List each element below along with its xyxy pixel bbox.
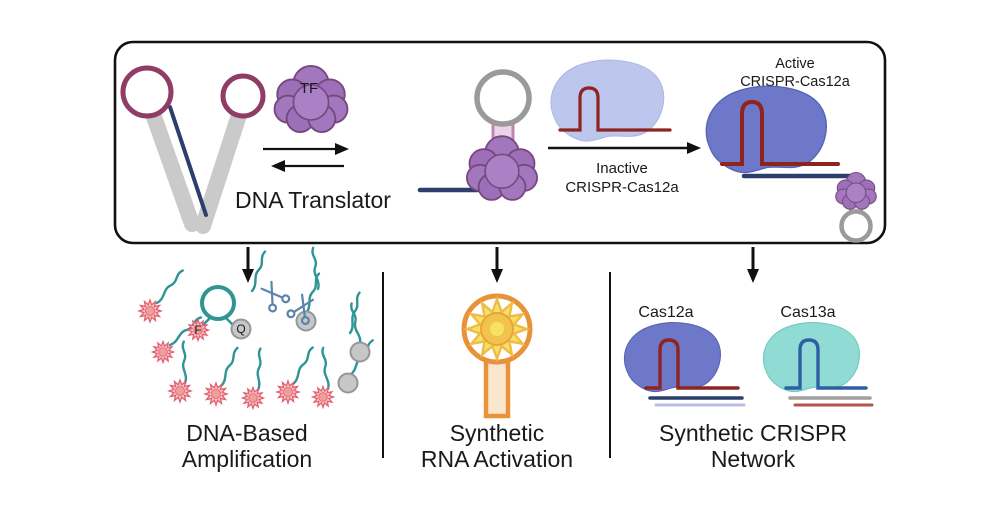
tf-label: TF (300, 80, 318, 97)
fluorophore-burst-icon (276, 380, 300, 404)
dna-squiggle-icon (250, 249, 267, 294)
quencher-label: Q (236, 322, 245, 336)
branch-arrows (242, 247, 759, 283)
quencher-icon (337, 372, 359, 394)
amplification-scatter (138, 246, 374, 410)
inactive-cas-label-1: Inactive (596, 160, 648, 177)
equilibrium-arrows (263, 143, 349, 172)
inactive-cas12a (550, 59, 672, 142)
cas13a-label: Cas13a (780, 304, 835, 321)
rna-hairpin-stem (483, 356, 511, 419)
rna-title-2: RNA Activation (421, 446, 573, 472)
cas-protein-icon (705, 85, 827, 174)
cas12a-complex (623, 322, 746, 407)
displaced-hairpin-tf-complex (835, 171, 877, 243)
amplification-title-2: Amplification (182, 446, 312, 472)
cas-protein-icon (762, 322, 860, 393)
dna-translator-label: DNA Translator (235, 187, 391, 213)
translator-hairpin-complex (417, 69, 539, 201)
fluorophore-burst-icon (241, 386, 265, 410)
reaction-arrow: Inactive CRISPR-Cas12a (548, 142, 701, 196)
quencher-icon (295, 310, 317, 332)
rna-activation-panel: Synthetic RNA Activation (421, 293, 573, 472)
quencher-icon (349, 341, 371, 363)
tf-protein: TF (273, 64, 349, 133)
hairpin-loop-icon (839, 209, 873, 243)
crrna-hairpin (644, 338, 740, 390)
cas13a-complex (762, 322, 874, 407)
rna-burst-center (490, 322, 504, 336)
amplification-title-1: DNA-Based (186, 420, 307, 446)
hairpin-loop-icon (474, 69, 532, 127)
scissors-icon (256, 277, 292, 314)
cas-protein-icon (623, 322, 721, 393)
dna-squiggle-icon (253, 347, 266, 392)
panel-dividers (382, 272, 611, 458)
network-title-2: Network (711, 446, 796, 472)
dna-squiggle-icon (291, 344, 314, 388)
fluorophore-burst-icon (204, 382, 228, 406)
network-title-1: Synthetic CRISPR (659, 420, 847, 446)
navy-toehold-strand (168, 105, 208, 217)
dna-squiggle-icon (219, 345, 239, 389)
dna-squiggle-icon (176, 340, 193, 385)
inactive-cas-label-2: CRISPR-Cas12a (565, 179, 679, 196)
dna-squiggle-icon (304, 271, 321, 316)
crispr-network-panel: Cas12a Cas13a Synthetic CRISPR Network (623, 304, 874, 472)
dna-squiggle-icon (155, 266, 184, 308)
cas12a-label: Cas12a (638, 304, 693, 321)
dna-squiggle-icon (316, 346, 335, 391)
fluorophore-label: F (194, 323, 201, 337)
amplification-panel: F Q DNA-Based Amplification (138, 246, 374, 472)
left-strand (145, 106, 200, 232)
fluorophore-burst-icon (168, 379, 192, 403)
left-hairpin-loop-icon (120, 65, 174, 119)
crrna-hairpin (558, 86, 672, 132)
right-hairpin-loop-icon (220, 73, 266, 119)
right-strand (195, 107, 247, 234)
rna-title-1: Synthetic (450, 420, 545, 446)
crrna-hairpin (720, 99, 840, 166)
translator-box: TF DNA Translator Inactive CRISPR-Cas12a (113, 40, 887, 245)
dna-translator-duplex (120, 65, 266, 234)
fluorophore-burst-icon (311, 385, 335, 409)
crrna-hairpin (784, 338, 868, 390)
fq-reporter-hairpin: F Q (186, 285, 252, 342)
reporter-loop-icon (200, 285, 236, 321)
active-cas-label-1: Active (775, 56, 815, 72)
active-cas12a: Active CRISPR-Cas12a (705, 56, 877, 243)
